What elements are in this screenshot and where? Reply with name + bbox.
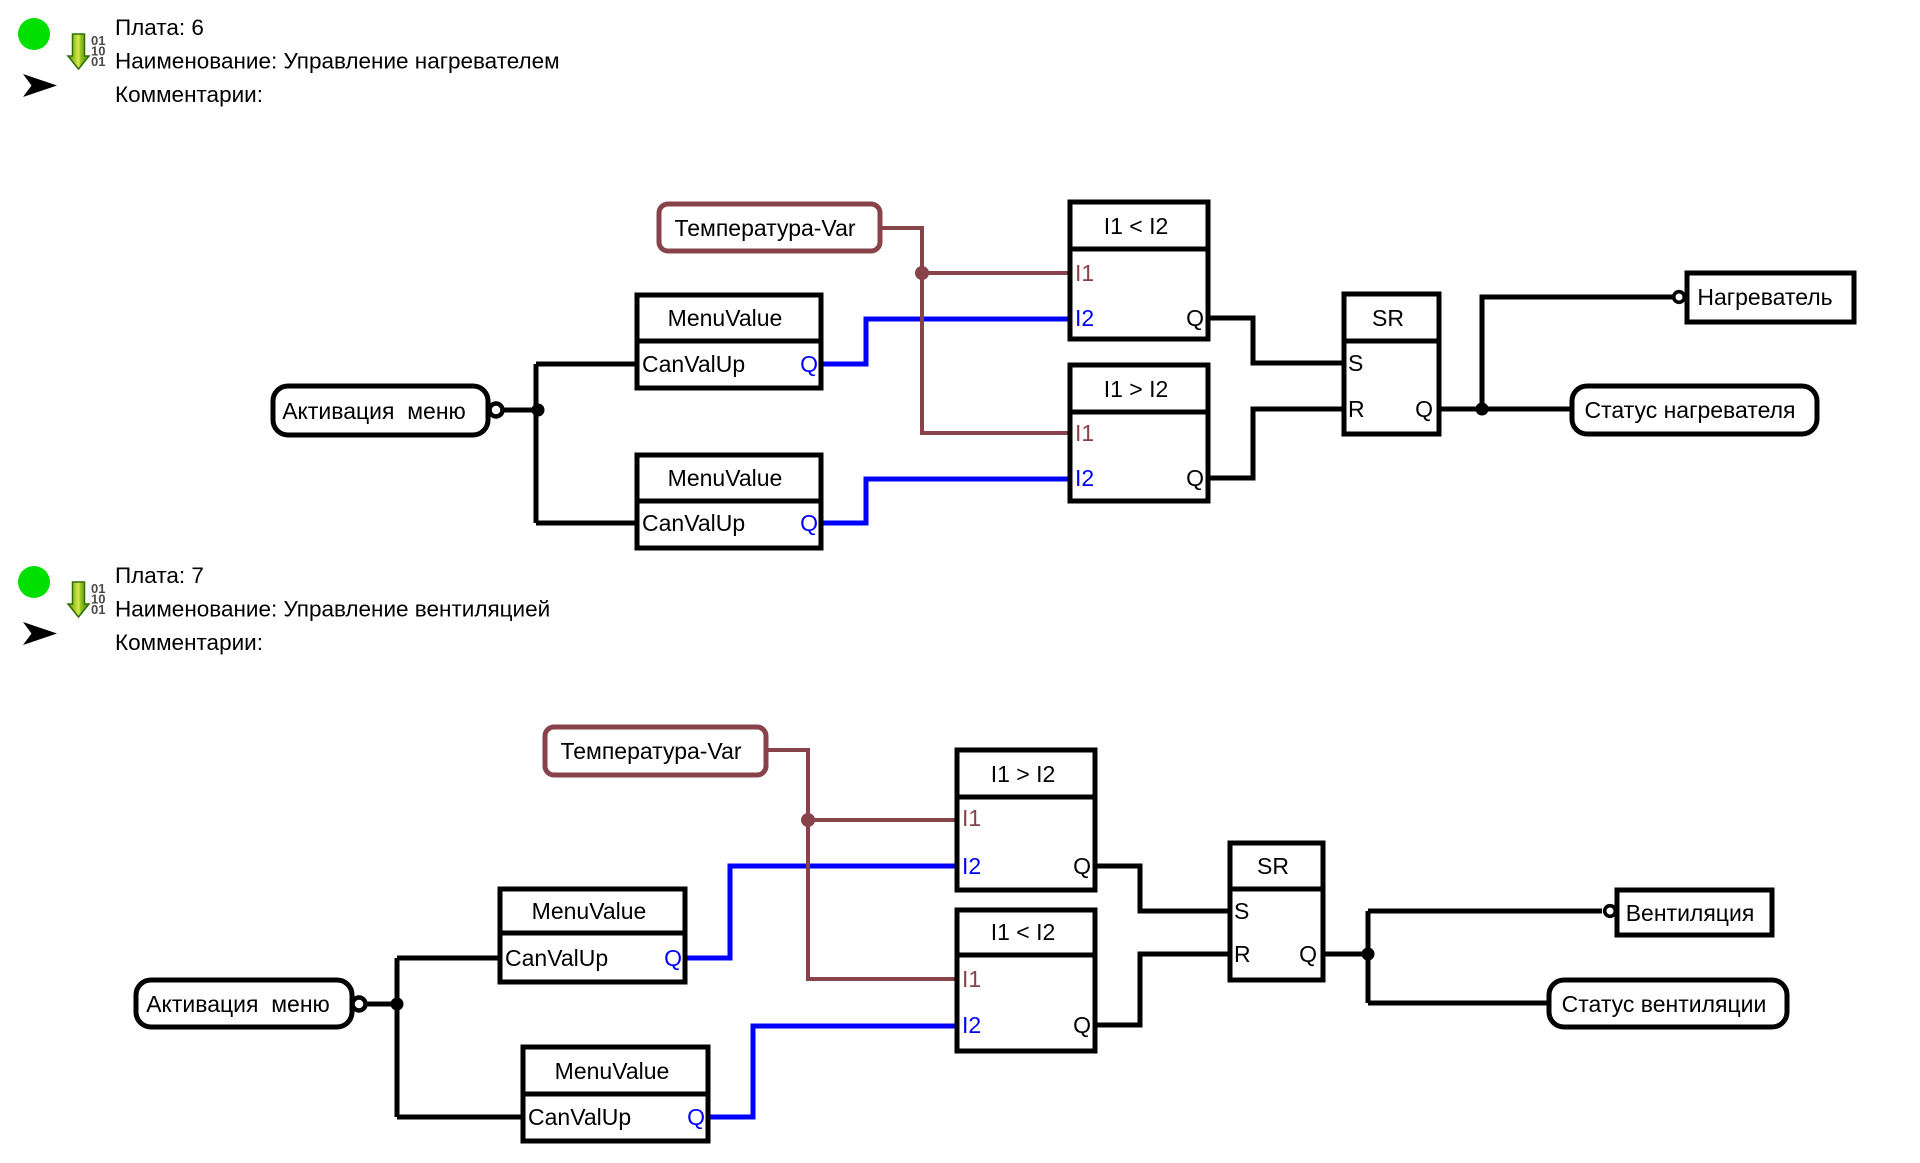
- svg-text:I1 > I2: I1 > I2: [991, 761, 1056, 787]
- svg-text:Q: Q: [687, 1104, 705, 1130]
- svg-text:Q: Q: [1299, 941, 1317, 967]
- svg-text:S: S: [1348, 350, 1363, 376]
- svg-text:I1: I1: [1075, 260, 1094, 286]
- svg-text:MenuValue: MenuValue: [668, 305, 783, 331]
- svg-text:I1: I1: [1075, 420, 1094, 446]
- svg-text:CanValUp: CanValUp: [642, 510, 745, 536]
- svg-text:10: 10: [91, 592, 105, 607]
- svg-text:MenuValue: MenuValue: [532, 898, 647, 924]
- svg-text:Плата: 6: Плата: 6: [115, 15, 204, 40]
- svg-text:01: 01: [91, 602, 105, 617]
- svg-text:10: 10: [92, 593, 106, 608]
- svg-text:I2: I2: [1075, 465, 1094, 491]
- svg-text:Q: Q: [800, 510, 818, 536]
- svg-text:SR: SR: [1372, 305, 1404, 331]
- svg-text:Температура-Var: Температура-Var: [674, 215, 855, 241]
- svg-text:Комментарии:: Комментарии:: [115, 630, 263, 655]
- svg-text:Q: Q: [664, 945, 682, 971]
- svg-text:Q: Q: [1415, 396, 1433, 422]
- svg-text:Наименование: Управление нагре: Наименование: Управление нагревателем: [115, 49, 560, 74]
- svg-text:01: 01: [91, 54, 105, 69]
- svg-text:Q: Q: [1073, 853, 1091, 879]
- svg-text:Активация меню: Активация меню: [282, 398, 466, 424]
- svg-text:CanValUp: CanValUp: [505, 945, 608, 971]
- svg-text:Статус нагревателя: Статус нагревателя: [1585, 397, 1796, 423]
- svg-text:R: R: [1234, 941, 1251, 967]
- svg-text:I1: I1: [962, 805, 981, 831]
- svg-text:CanValUp: CanValUp: [642, 351, 745, 377]
- svg-text:Статус вентиляции: Статус вентиляции: [1562, 991, 1767, 1017]
- svg-text:Вентиляция: Вентиляция: [1626, 900, 1755, 926]
- svg-text:Комментарии:: Комментарии:: [115, 82, 263, 107]
- svg-text:SR: SR: [1257, 853, 1289, 879]
- svg-text:Температура-Var: Температура-Var: [560, 738, 741, 764]
- svg-text:MenuValue: MenuValue: [555, 1058, 670, 1084]
- svg-text:Q: Q: [1186, 465, 1204, 491]
- svg-text:01: 01: [91, 581, 105, 596]
- svg-text:I2: I2: [962, 1012, 981, 1038]
- svg-text:I1 < I2: I1 < I2: [991, 919, 1056, 945]
- svg-text:MenuValue: MenuValue: [668, 465, 783, 491]
- svg-text:01: 01: [91, 33, 105, 48]
- svg-text:Активация меню: Активация меню: [146, 991, 330, 1017]
- svg-text:01: 01: [92, 603, 106, 618]
- svg-text:I2: I2: [962, 853, 981, 879]
- svg-text:R: R: [1348, 396, 1365, 422]
- svg-text:I2: I2: [1075, 305, 1094, 331]
- svg-text:I1 < I2: I1 < I2: [1104, 213, 1169, 239]
- svg-text:Нагреватель: Нагреватель: [1697, 284, 1832, 310]
- svg-text:01: 01: [92, 55, 106, 70]
- svg-text:I1: I1: [962, 966, 981, 992]
- svg-text:01: 01: [92, 582, 106, 597]
- svg-text:10: 10: [91, 44, 105, 59]
- svg-text:Наименование: Управление венти: Наименование: Управление вентиляцией: [115, 597, 550, 622]
- svg-text:I1 > I2: I1 > I2: [1104, 376, 1169, 402]
- svg-text:Плата: 7: Плата: 7: [115, 563, 204, 588]
- svg-text:Q: Q: [1186, 305, 1204, 331]
- svg-text:10: 10: [92, 45, 106, 60]
- svg-text:Q: Q: [800, 351, 818, 377]
- svg-text:01: 01: [92, 34, 106, 49]
- svg-text:S: S: [1234, 898, 1249, 924]
- svg-text:Q: Q: [1073, 1012, 1091, 1038]
- svg-text:CanValUp: CanValUp: [528, 1104, 631, 1130]
